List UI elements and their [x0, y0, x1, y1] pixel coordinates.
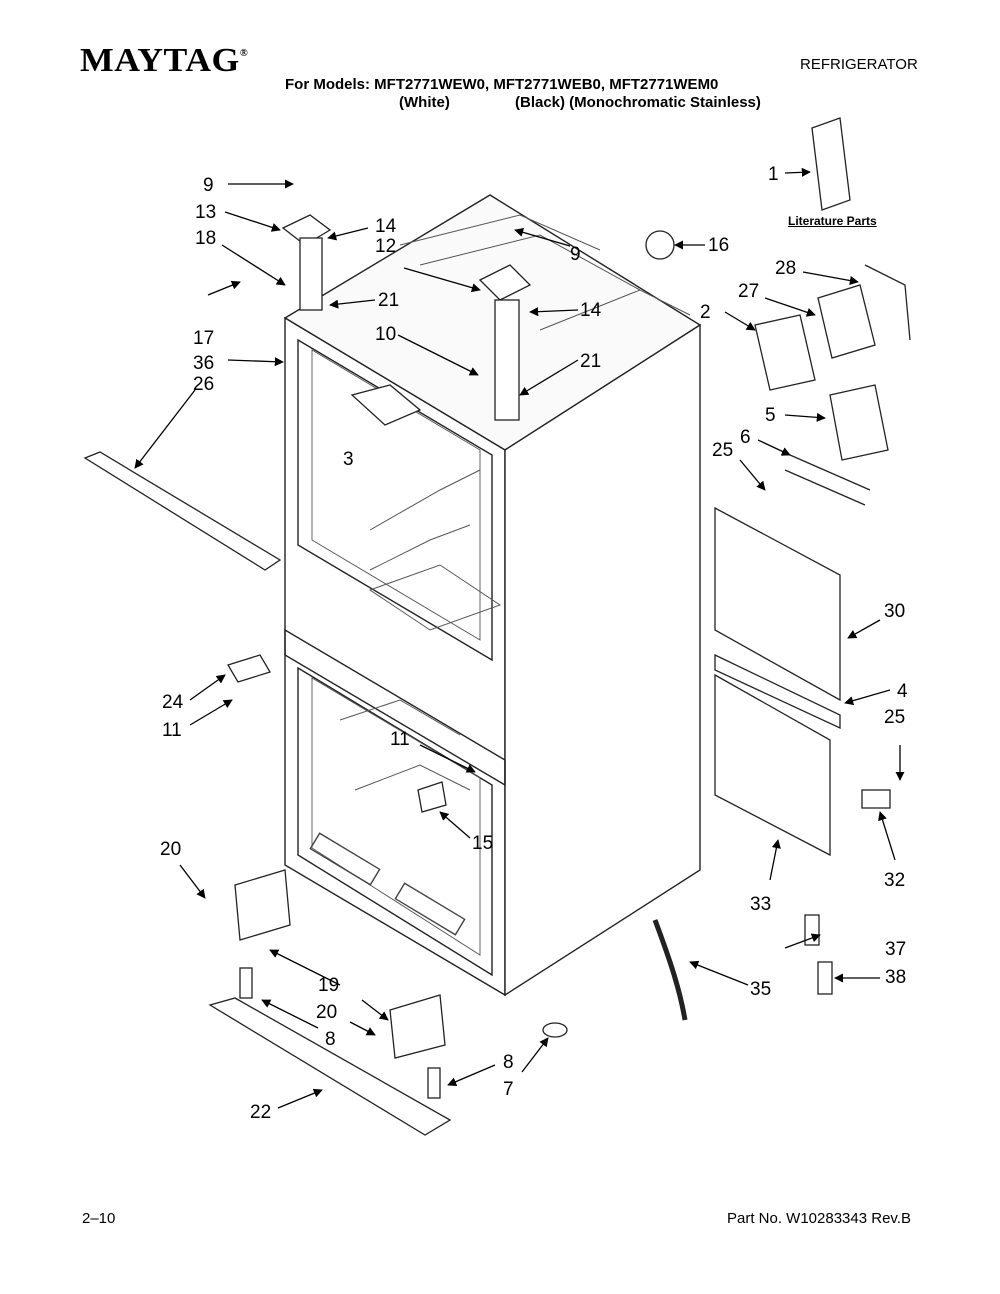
small-cylinder-shape — [817, 961, 833, 995]
callout-10: 10 — [375, 324, 396, 345]
callout-3: 3 — [343, 449, 354, 470]
callout-36: 36 — [193, 353, 214, 374]
callout-22: 22 — [250, 1102, 271, 1123]
callout-38: 38 — [885, 967, 906, 988]
literature-parts-label: Literature Parts — [788, 214, 877, 228]
secondary-board-shape — [829, 384, 889, 461]
small-bracket-shape — [804, 914, 820, 946]
roller-right-shape — [389, 994, 446, 1059]
callout-5: 5 — [765, 405, 776, 426]
part-number: Part No. W10283343 Rev.B — [727, 1210, 911, 1227]
callout-25a: 25 — [712, 440, 733, 461]
control-housing-shape — [350, 384, 422, 426]
leveling-leg-right-shape — [427, 1067, 441, 1099]
callout-21b: 21 — [580, 351, 601, 372]
callout-28: 28 — [775, 258, 796, 279]
trim-strip-shape — [83, 451, 282, 571]
callout-24: 24 — [162, 692, 184, 713]
callout-26: 26 — [193, 374, 214, 395]
color-white: (White) — [399, 94, 450, 111]
color-black-stainless: (Black) (Monochromatic Stainless) — [515, 94, 761, 111]
callout-14b: 14 — [580, 300, 602, 321]
callout-9b: 9 — [570, 244, 581, 265]
callout-2: 2 — [700, 302, 711, 323]
registered-mark: ® — [239, 48, 249, 59]
seal-strip-shape — [714, 653, 841, 730]
callout-32: 32 — [884, 870, 905, 891]
callout-1: 1 — [768, 164, 779, 185]
water-valve-shape — [645, 230, 675, 260]
callout-11a: 11 — [162, 720, 182, 741]
bracket-15-shape — [417, 781, 447, 813]
drain-tube-shape — [652, 919, 688, 1021]
board-cover-shape — [817, 284, 876, 359]
page-code: 2–10 — [82, 1210, 116, 1227]
callout-8a: 8 — [325, 1029, 336, 1050]
toe-grille-shape — [208, 997, 452, 1136]
callout-8b: 8 — [503, 1052, 514, 1073]
callout-25b: 25 — [884, 707, 905, 728]
callout-13: 13 — [195, 202, 216, 223]
leg-cap-shape — [542, 1022, 568, 1038]
hinge-bracket-right-shape — [494, 299, 520, 421]
callout-11b: 11 — [390, 729, 410, 750]
brand-logo: MAYTAG® — [80, 42, 248, 80]
callout-9a: 9 — [203, 175, 214, 196]
top-hinge-right-shape — [478, 264, 532, 301]
bracket-24-shape — [227, 654, 271, 683]
leader-lines — [134, 167, 905, 1109]
callout-12: 12 — [375, 236, 396, 257]
callout-33: 33 — [750, 894, 771, 915]
control-board-shape — [754, 314, 816, 391]
leveling-leg-left-shape — [239, 967, 253, 999]
literature-book-shape — [811, 117, 851, 211]
models-line: For Models: MFT2771WEW0, MFT2771WEB0, MF… — [285, 76, 719, 93]
callout-21a: 21 — [378, 290, 399, 311]
callout-20b: 20 — [316, 1002, 337, 1023]
strip-shape-a — [789, 454, 871, 491]
cabinet-drawing — [283, 194, 702, 997]
brand-name: MAYTAG — [80, 42, 240, 79]
callout-37: 37 — [885, 939, 906, 960]
callout-16: 16 — [708, 235, 729, 256]
top-hinge-left-shape — [281, 214, 332, 246]
callout-4: 4 — [897, 681, 908, 702]
callout-30: 30 — [884, 601, 905, 622]
callout-6: 6 — [740, 427, 751, 448]
parts-shapes — [83, 117, 911, 1136]
callout-19: 19 — [318, 975, 339, 996]
hinge-bracket-left-shape — [299, 237, 323, 311]
board-bracket-shape — [864, 264, 911, 341]
callout-18: 18 — [195, 228, 216, 249]
strip-shape-b — [784, 469, 866, 506]
callout-labels: 9 13 18 14 12 21 9 14 10 21 17 36 26 3 1… — [160, 164, 908, 1123]
callout-17: 17 — [193, 328, 214, 349]
callout-14a: 14 — [375, 216, 397, 237]
callout-15: 15 — [472, 833, 493, 854]
rear-access-panel-shape — [714, 506, 841, 702]
callout-27: 27 — [738, 281, 759, 302]
clip-shape — [861, 789, 891, 809]
document-type: REFRIGERATOR — [800, 56, 918, 73]
callout-35: 35 — [750, 979, 771, 1000]
callout-20a: 20 — [160, 839, 181, 860]
roller-left-shape — [234, 869, 291, 941]
callout-7: 7 — [503, 1079, 514, 1100]
lower-panel-shape — [714, 673, 831, 857]
